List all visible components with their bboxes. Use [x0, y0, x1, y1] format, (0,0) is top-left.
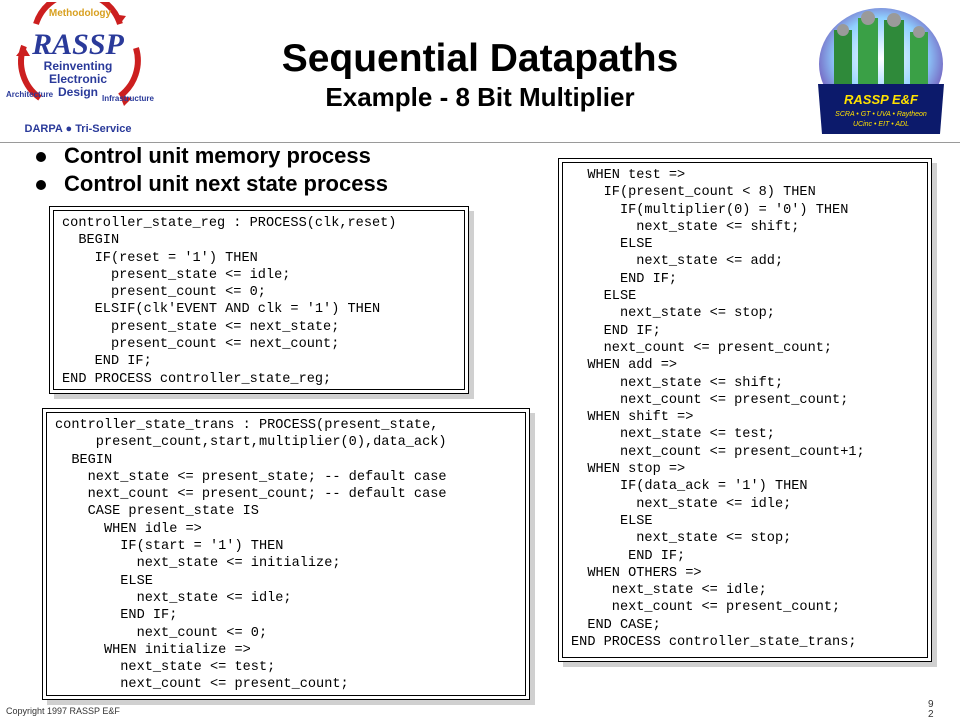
title-divider — [0, 142, 960, 143]
logo-rassp-name: RASSP — [31, 28, 124, 61]
slide-title: Sequential Datapaths — [281, 37, 679, 80]
logo-methodology-label: Methodology — [49, 8, 112, 19]
rassp-logo: Methodology RASSP Reinventing Electronic… — [6, 2, 155, 135]
emblem-line1: SCRA • GT • UVA • Raytheon — [835, 111, 927, 118]
page-number: 9 2 — [928, 699, 934, 720]
emblem-name: RASSP E&F — [844, 92, 919, 107]
code-box-state-reg: controller_state_reg : PROCESS(clk,reset… — [49, 206, 469, 394]
code-box-state-trans: controller_state_trans : PROCESS(present… — [42, 408, 530, 700]
logo-line-electronic: Electronic — [49, 72, 107, 86]
bullet-text: Control unit next state process — [64, 171, 388, 196]
emblem-line2: UCinc • EIT • ADL — [853, 121, 909, 128]
slide-subtitle: Example - 8 Bit Multiplier — [325, 82, 635, 112]
code-state-trans: controller_state_trans : PROCESS(present… — [55, 418, 447, 693]
logo-infrastructure-label: Infrastructure — [102, 94, 155, 103]
bullet-item: Control unit next state process — [36, 170, 388, 198]
rassp-ef-emblem: RASSP E&F SCRA • GT • UVA • Raytheon UCi… — [818, 8, 944, 134]
bullet-text: Control unit memory process — [64, 143, 371, 168]
code-state-trans-cont: WHEN test => IF(present_count < 8) THEN … — [571, 168, 865, 651]
copyright-notice: Copyright 1997 RASSP E&F — [6, 706, 120, 716]
logo-architecture-label: Architecture — [6, 90, 54, 99]
bullet-list: Control unit memory process Control unit… — [36, 142, 388, 198]
bullet-dot-icon — [36, 152, 46, 162]
logo-darpa-label: DARPA ● Tri-Service — [25, 123, 132, 135]
code-state-reg: controller_state_reg : PROCESS(clk,reset… — [62, 216, 397, 387]
logo-line-design: Design — [58, 85, 98, 99]
bullet-dot-icon — [36, 180, 46, 190]
bullet-item: Control unit memory process — [36, 142, 388, 170]
code-box-state-trans-cont: WHEN test => IF(present_count < 8) THEN … — [558, 158, 932, 662]
logo-line-reinventing: Reinventing — [44, 59, 113, 73]
